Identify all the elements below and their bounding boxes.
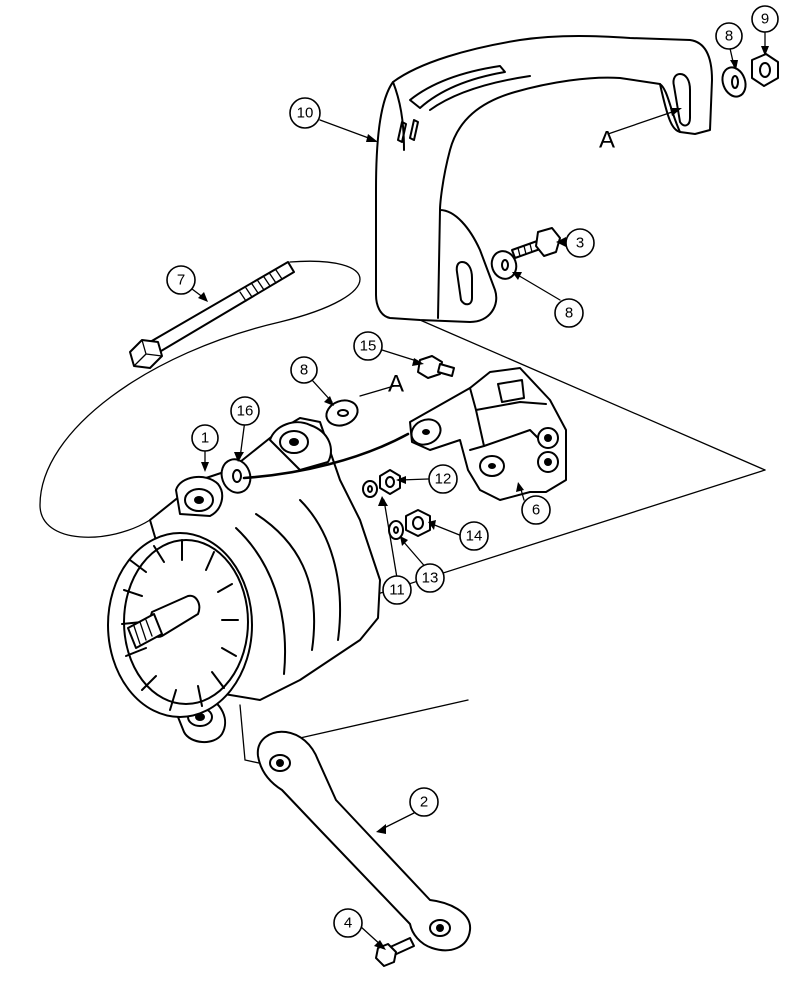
callout-16-label: 16 (237, 403, 254, 420)
nut-12 (379, 469, 401, 495)
callout-7: 7 (166, 265, 196, 295)
reference-mark-a-upper: A (599, 127, 615, 154)
callout-1-label: 1 (201, 430, 209, 447)
callout-4-label: 4 (344, 915, 352, 932)
washer-16 (220, 458, 252, 494)
washer-8-left (325, 399, 359, 427)
callout-12: 12 (428, 464, 458, 494)
callout-8-right-label: 8 (725, 28, 733, 45)
callout-13-label: 13 (422, 570, 439, 587)
callout-4: 4 (333, 908, 363, 938)
callout-2: 2 (409, 787, 439, 817)
assembly-line-heavy (242, 432, 410, 480)
callout-3: 3 (565, 228, 595, 258)
callout-15-label: 15 (360, 338, 377, 355)
callout-12-label: 12 (435, 471, 452, 488)
callout-9: 9 (751, 5, 779, 33)
callout-3-label: 3 (576, 235, 584, 252)
callout-8-left: 8 (290, 356, 318, 384)
callout-11: 11 (382, 575, 412, 605)
nut-9 (751, 53, 779, 87)
callout-13: 13 (415, 563, 445, 593)
washer-11 (362, 480, 378, 498)
callout-7-label: 7 (177, 272, 185, 289)
assembly-lines (39, 260, 766, 766)
washer-8-right (721, 66, 747, 98)
callout-2-label: 2 (420, 794, 428, 811)
mounting-bracket (409, 367, 567, 501)
adjusting-link (256, 730, 472, 952)
nut-14 (405, 509, 431, 537)
callout-15: 15 (353, 331, 383, 361)
callout-8-bolt: 8 (554, 298, 584, 328)
callout-8-left-label: 8 (300, 362, 308, 379)
leader-arrowheads (198, 46, 769, 950)
callout-6-label: 6 (532, 502, 540, 519)
reference-mark-a-lower: A (388, 371, 404, 398)
stud-15 (417, 355, 455, 379)
bolt-4 (375, 937, 415, 967)
support-bracket (375, 35, 713, 323)
callout-11-label: 11 (389, 582, 405, 599)
washer-13 (388, 520, 404, 540)
callout-14: 14 (459, 521, 489, 551)
callout-10-label: 10 (297, 105, 314, 122)
callout-8-right: 8 (715, 22, 743, 50)
washer-8-bolt (490, 250, 518, 280)
callout-10: 10 (289, 97, 321, 129)
bolt-3 (511, 227, 561, 259)
callout-16: 16 (230, 396, 260, 426)
callout-1: 1 (191, 424, 219, 452)
callout-6: 6 (521, 495, 551, 525)
alternator (107, 417, 381, 743)
callout-9-label: 9 (761, 11, 769, 28)
callout-14-label: 14 (466, 528, 483, 545)
long-bolt (129, 261, 295, 369)
callout-8-bolt-label: 8 (565, 305, 573, 322)
